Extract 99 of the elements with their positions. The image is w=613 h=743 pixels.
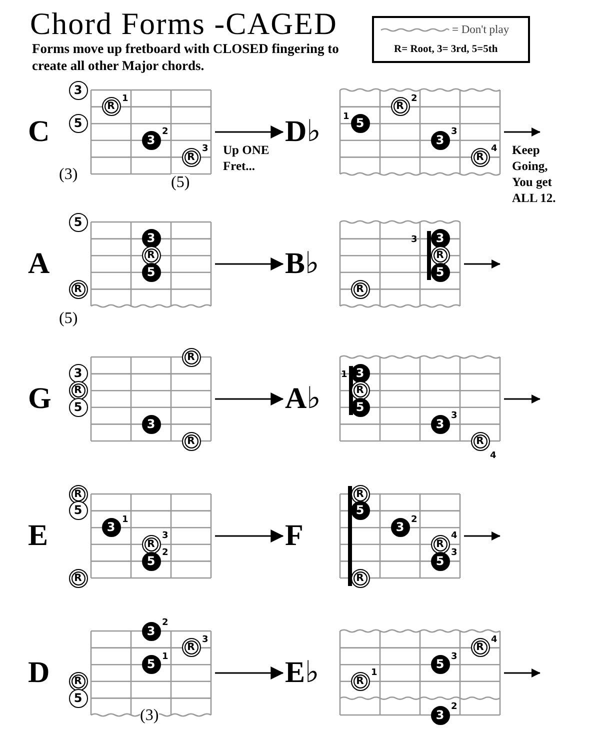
root-marker: R (430, 534, 450, 554)
fretted-note-marker: 5 (142, 262, 160, 282)
finger-number: 3 (451, 548, 458, 558)
finger-number: 4 (490, 451, 496, 461)
subtitle-text: Forms move up fretboard with CLOSED fingering to create all other Major chords. (32, 40, 340, 74)
fretted-note-marker: 3 (390, 518, 410, 538)
arrow (504, 394, 540, 404)
arrow (464, 260, 500, 268)
root-marker: R (350, 568, 370, 588)
arrow (464, 532, 500, 540)
fretted-note-marker: 5 (430, 262, 450, 282)
fret-note: (3) (59, 166, 78, 184)
root-marker: R (142, 534, 160, 554)
finger-number: 4 (491, 634, 498, 645)
fretted-note-marker: 3 (102, 518, 120, 538)
finger-number: 1 (162, 652, 168, 662)
arrow (215, 126, 284, 138)
root-marker: R (470, 148, 490, 167)
finger-number: 1 (343, 112, 350, 122)
finger-number: 2 (162, 548, 168, 558)
arrow (504, 668, 540, 678)
chord-name: A♭ (285, 381, 321, 417)
root-marker: R (68, 672, 88, 691)
note-marker: 5 (68, 688, 88, 708)
chord-name: B♭ (285, 246, 320, 282)
arrow (215, 666, 284, 680)
finger-number: 3 (202, 634, 208, 645)
finger-number: 1 (341, 370, 348, 380)
finger-number: 4 (491, 144, 498, 154)
finger-number: 2 (451, 702, 458, 712)
root-marker: R (102, 97, 120, 116)
finger-number: 3 (451, 127, 458, 138)
finger-number: 2 (411, 94, 418, 104)
fretted-note-marker: 3 (430, 130, 450, 150)
fretted-note-marker: 3 (430, 414, 450, 434)
note-marker: 3 (68, 364, 88, 384)
finger-number: 3 (451, 652, 458, 662)
fretted-note-marker: 3 (350, 364, 370, 384)
fretted-note-marker: 3 (142, 130, 160, 150)
finger-number: 3 (162, 531, 168, 542)
finger-number: 1 (371, 668, 378, 678)
chord-name: A (28, 246, 50, 282)
legend-text: R= Root, 3= 3rd, 5=5th (394, 43, 498, 57)
note-marker: 5 (68, 212, 88, 232)
fretted-note-marker: 5 (430, 552, 450, 571)
root-marker: R (68, 568, 88, 588)
finger-number: 3 (411, 234, 418, 245)
fret-note: (5) (59, 310, 78, 328)
root-marker: R (68, 381, 88, 400)
fretted-note-marker: 5 (350, 114, 370, 134)
note-marker: 5 (68, 398, 88, 417)
root-marker: R (182, 638, 200, 658)
fretted-note-marker: 3 (142, 229, 160, 248)
fretted-note-marker: 5 (142, 655, 160, 674)
chord-name: D♭ (285, 114, 321, 150)
fret-note: (5) (171, 174, 190, 192)
chord-name: E♭ (285, 655, 320, 691)
root-marker: R (470, 432, 490, 450)
finger-number: 2 (162, 127, 168, 138)
fretted-note-marker: 3 (142, 622, 160, 640)
fretted-note-marker: 5 (350, 501, 370, 520)
finger-number: 3 (451, 411, 458, 422)
chord-name: F (285, 518, 304, 554)
note-marker: 5 (68, 501, 88, 520)
note-marker: 5 (68, 114, 88, 134)
fretted-note-marker: 5 (430, 655, 450, 674)
arrow (215, 530, 284, 542)
chord-name: E (28, 518, 48, 554)
root-marker: R (182, 432, 200, 450)
arrow (215, 392, 284, 406)
root-marker: R (182, 348, 200, 366)
title: Chord Forms -CAGED (30, 6, 338, 42)
root-marker: R (142, 246, 160, 266)
chord-name: G (28, 381, 52, 417)
root-marker: R (182, 148, 200, 167)
fretted-note-marker: 3 (430, 706, 450, 724)
root-marker: R (470, 638, 490, 658)
finger-number: 4 (451, 531, 458, 542)
finger-number: 2 (162, 618, 168, 628)
note-marker: 3 (68, 80, 88, 100)
finger-number: 1 (122, 514, 128, 525)
arrow (215, 258, 284, 270)
fretted-note-marker: 3 (142, 414, 160, 434)
root-marker: R (68, 280, 88, 299)
root-marker: R (68, 484, 88, 504)
fretted-note-marker: 5 (142, 552, 160, 571)
root-marker: R (350, 280, 370, 299)
arrow (504, 128, 540, 136)
finger-number: 2 (411, 514, 418, 525)
finger-number: 1 (122, 94, 128, 104)
chord-name: D (28, 655, 50, 691)
fretted-note-marker: 3 (430, 229, 450, 248)
legend-text: = Don't play (452, 23, 510, 38)
finger-number: 3 (202, 144, 208, 154)
root-marker: R (390, 97, 410, 116)
root-marker: R (350, 672, 370, 691)
fret-note: (3) (140, 707, 159, 725)
chord-name: C (28, 114, 50, 150)
root-marker: R (430, 246, 450, 266)
